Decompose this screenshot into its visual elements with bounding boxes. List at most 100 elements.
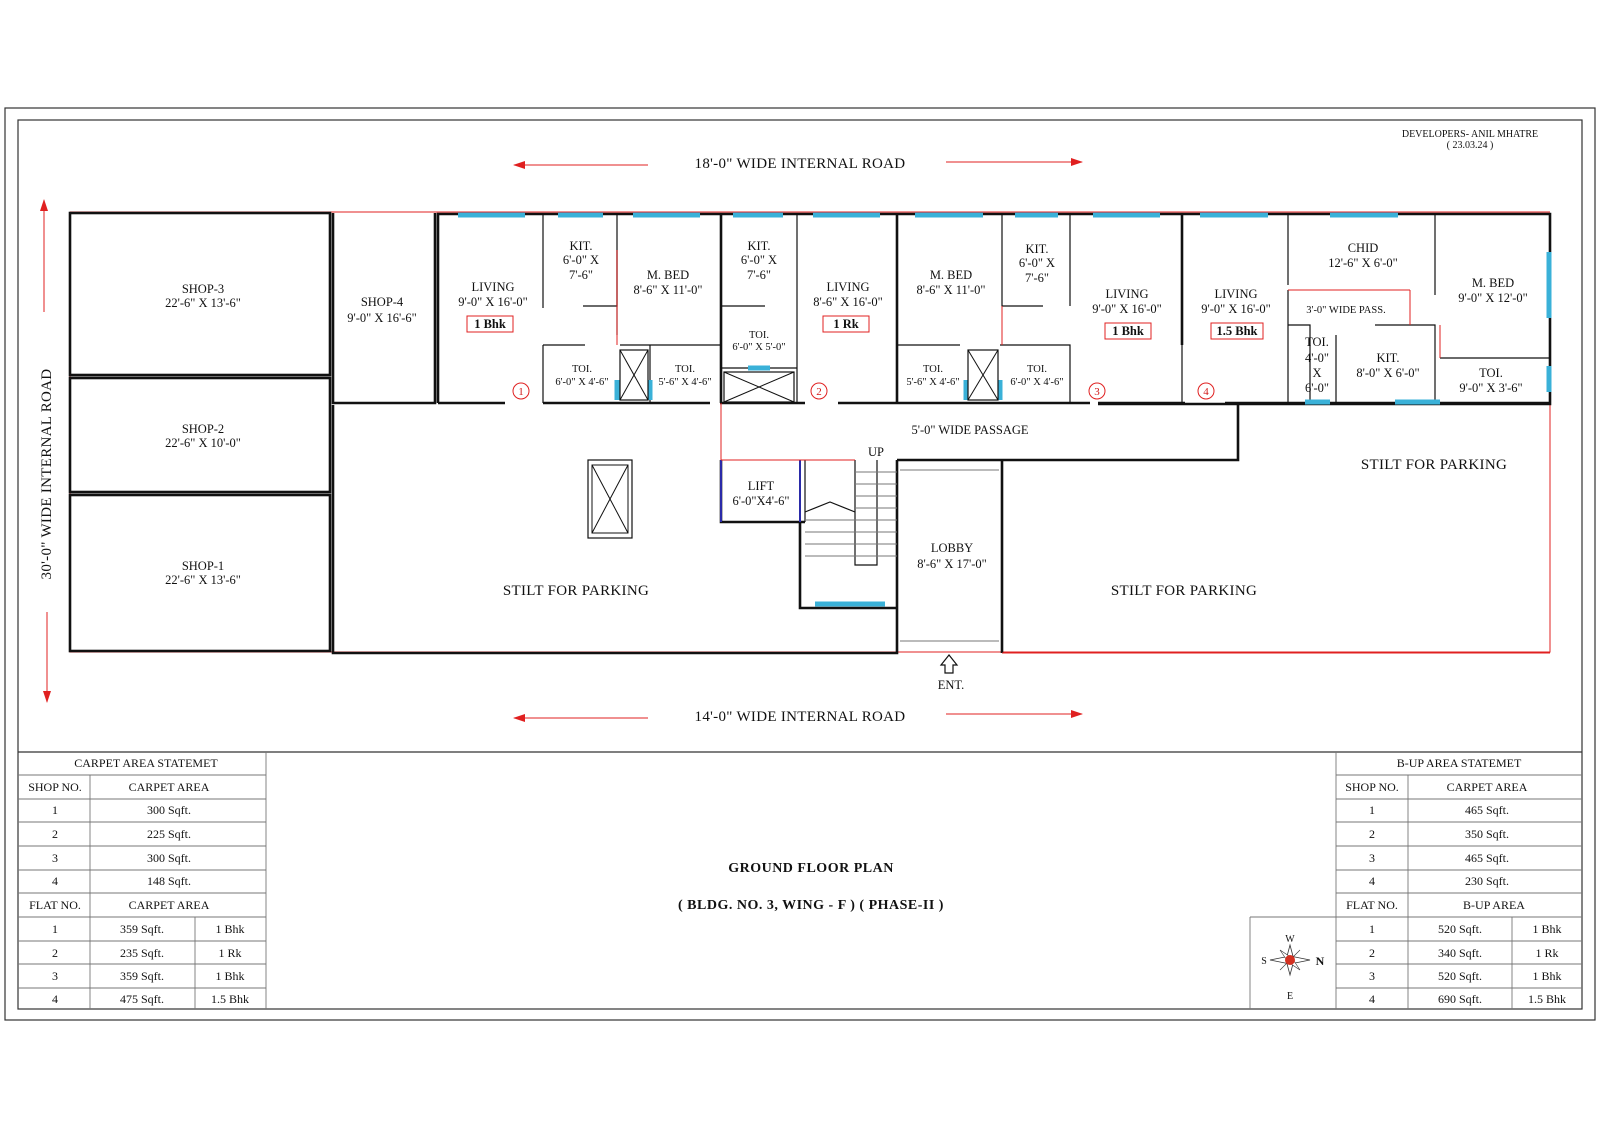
- bup-flat4-no: 4: [1369, 992, 1375, 1006]
- bup-shop1-area: 465 Sqft.: [1465, 803, 1509, 817]
- f1-toi-b-size: 5'-6" X 4'-6": [658, 377, 711, 388]
- f2-living-size: 8'-6" X 16'-0": [813, 295, 883, 309]
- bup-flat-head-area: B-UP AREA: [1463, 898, 1525, 912]
- f4-number-circle: [1197, 382, 1215, 400]
- carpet-shop4-area: 148 Sqft.: [147, 874, 191, 888]
- core-walls: [331, 405, 1550, 655]
- shop4-size: 9'-0" X 16'-6": [347, 311, 417, 325]
- f3-number-circle: [1088, 382, 1106, 400]
- bup-shop3-area: 465 Sqft.: [1465, 851, 1509, 865]
- plot-line-boundary: [69, 212, 1551, 653]
- bup-shop3-no: 3: [1369, 851, 1375, 865]
- f4-living-name: LIVING: [1214, 287, 1257, 301]
- f4-mbed-name: M. BED: [1472, 276, 1514, 290]
- f4-toi-a-s2: X: [1312, 366, 1321, 380]
- f2-kit-name: KIT.: [747, 239, 770, 253]
- carpet-flat4-no: 4: [52, 992, 58, 1006]
- f4-toi-a-name: TOI.: [1305, 335, 1329, 349]
- bup-shop-head-area: CARPET AREA: [1447, 780, 1528, 794]
- stilt-parking-top-right: STILT FOR PARKING: [1361, 457, 1507, 473]
- f3-tag: 1 Bhk: [1112, 324, 1144, 338]
- f1-kit-size1: 6'-0" X: [563, 253, 599, 267]
- stilt-parking-left: STILT FOR PARKING: [503, 583, 649, 599]
- developer-name: DEVELOPERS- ANIL MHATRE: [1402, 129, 1538, 140]
- f3-living-size: 9'-0" X 16'-0": [1092, 302, 1162, 316]
- f1-kit-size2: 7'-6": [569, 268, 593, 282]
- bup-flat3-area: 520 Sqft.: [1438, 969, 1482, 983]
- compass-s: S: [1261, 956, 1267, 967]
- road-left-label: 30'-0" WIDE INTERNAL ROAD: [39, 369, 55, 580]
- f1-living-size: 9'-0" X 16'-0": [458, 295, 528, 309]
- lift-name: LIFT: [748, 479, 775, 493]
- f4-kit-size: 8'-0" X 6'-0": [1356, 366, 1419, 380]
- bup-shop-head-no: SHOP NO.: [1345, 780, 1399, 794]
- carpet-flat3-no: 3: [52, 969, 58, 983]
- stilt-parking-right: STILT FOR PARKING: [1111, 583, 1257, 599]
- f3-kit-size2: 7'-6": [1025, 271, 1049, 285]
- compass-w: W: [1285, 934, 1295, 945]
- road-bottom-label: 14'-0" WIDE INTERNAL ROAD: [695, 709, 906, 725]
- f3-tag-box: [1104, 322, 1152, 340]
- bup-flat2-type: 1 Rk: [1535, 946, 1558, 960]
- bup-shop1-no: 1: [1369, 803, 1375, 817]
- carpet-shop-head-area: CARPET AREA: [129, 780, 210, 794]
- bup-shop4-no: 4: [1369, 874, 1375, 888]
- f3-kit-size1: 6'-0" X: [1019, 256, 1055, 270]
- f3-toi-a-name: TOI.: [923, 364, 943, 375]
- carpet-flat3-area: 359 Sqft.: [120, 969, 164, 983]
- duct-shafts: [587, 349, 999, 539]
- sheet-inner-border: [17, 119, 1583, 1010]
- shop1-size: 22'-6" X 13'-6": [165, 573, 241, 587]
- shop2-size: 22'-6" X 10'-0": [165, 436, 241, 450]
- carpet-flat4-type: 1.5 Bhk: [211, 992, 249, 1006]
- f4-toi-b-size: 9'-0" X 3'-6": [1459, 381, 1522, 395]
- f2-number-circle: [810, 382, 828, 400]
- bup-flat4-area: 690 Sqft.: [1438, 992, 1482, 1006]
- f3-mbed-name: M. BED: [930, 268, 972, 282]
- plan-title: GROUND FLOOR PLAN: [728, 861, 894, 876]
- bup-shop2-area: 350 Sqft.: [1465, 827, 1509, 841]
- carpet-flat-head-area: CARPET AREA: [129, 898, 210, 912]
- bup-flat4-type: 1.5 Bhk: [1528, 992, 1566, 1006]
- f3-toi-b-size: 6'-0" X 4'-6": [1010, 377, 1063, 388]
- carpet-shop-head-no: SHOP NO.: [28, 780, 82, 794]
- shop2-name: SHOP-2: [182, 422, 224, 436]
- carpet-shop2-area: 225 Sqft.: [147, 827, 191, 841]
- carpet-flat4-area: 475 Sqft.: [120, 992, 164, 1006]
- bup-flat1-type: 1 Bhk: [1532, 922, 1561, 936]
- lift-size: 6'-0"X4'-6": [732, 494, 789, 508]
- f4-tag: 1.5 Bhk: [1217, 324, 1258, 338]
- road-top-label: 18'-0" WIDE INTERNAL ROAD: [695, 156, 906, 172]
- f3-mbed-size: 8'-6" X 11'-0": [916, 283, 985, 297]
- carpet-flat2-area: 235 Sqft.: [120, 946, 164, 960]
- plan-subtitle: ( BLDG. NO. 3, WING - F ) ( PHASE-II ): [678, 898, 944, 913]
- f2-living-name: LIVING: [826, 280, 869, 294]
- compass-e: E: [1287, 991, 1293, 1002]
- shop3-name: SHOP-3: [182, 282, 224, 296]
- passage-label: 5'-0" WIDE PASSAGE: [911, 423, 1028, 437]
- carpet-flat-head-no: FLAT NO.: [29, 898, 81, 912]
- f4-child-size: 12'-6" X 6'-0": [1328, 256, 1398, 270]
- f4-living-size: 9'-0" X 16'-0": [1201, 302, 1271, 316]
- carpet-shop3-area: 300 Sqft.: [147, 851, 191, 865]
- f1-number: 1: [518, 386, 524, 398]
- f3-living-name: LIVING: [1105, 287, 1148, 301]
- carpet-area-table: [18, 752, 267, 1009]
- sheet-outer-border: [4, 107, 1596, 1021]
- stair-treads: [804, 469, 999, 642]
- carpet-flat2-no: 2: [52, 946, 58, 960]
- carpet-flat2-type: 1 Rk: [218, 946, 241, 960]
- f4-kit-name: KIT.: [1376, 351, 1399, 365]
- carpet-table-title: CARPET AREA STATEMET: [74, 756, 218, 770]
- bup-table-title: B-UP AREA STATEMET: [1397, 756, 1522, 770]
- bup-flat2-area: 340 Sqft.: [1438, 946, 1482, 960]
- bup-flat3-no: 3: [1369, 969, 1375, 983]
- carpet-flat3-type: 1 Bhk: [215, 969, 244, 983]
- f3-number: 3: [1094, 386, 1100, 398]
- f4-toi-b-name: TOI.: [1479, 366, 1503, 380]
- bup-flat1-area: 520 Sqft.: [1438, 922, 1482, 936]
- f2-number: 2: [816, 386, 822, 398]
- f4-tag-box: [1210, 322, 1264, 340]
- centre-lines: [616, 250, 1441, 460]
